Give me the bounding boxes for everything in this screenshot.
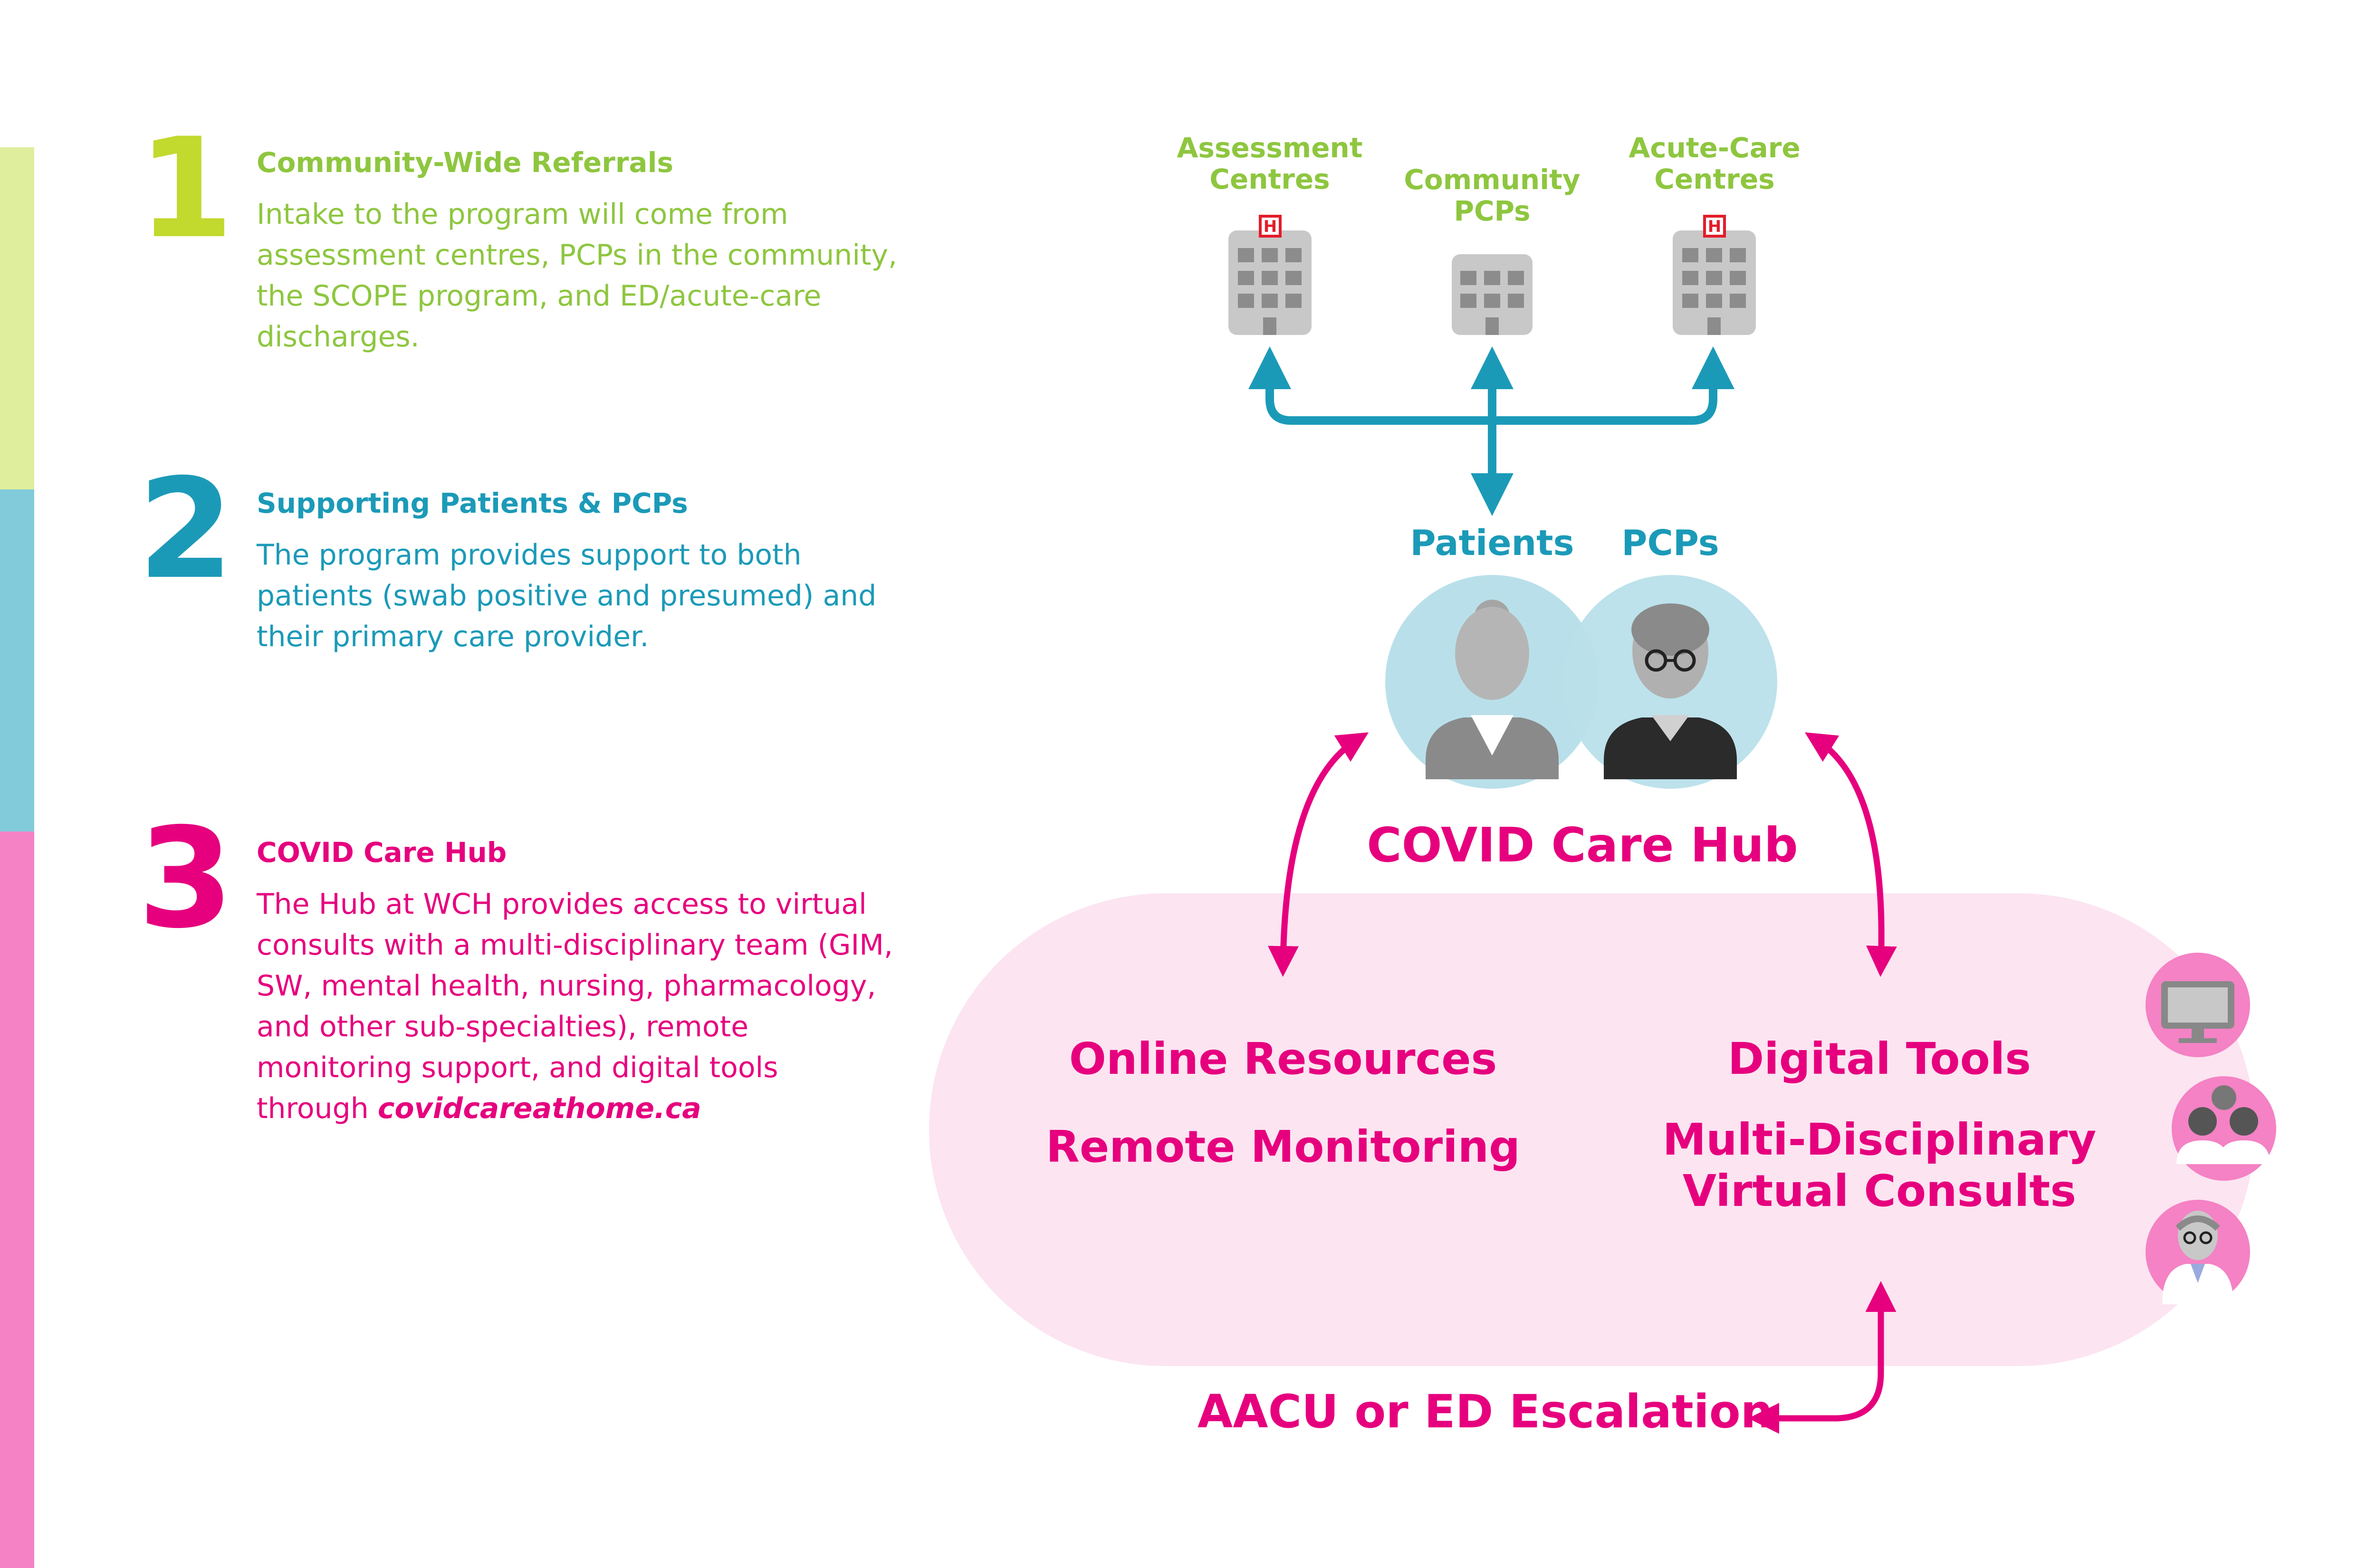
escalation-label: AACU or ED Escalation [1198, 1385, 1773, 1438]
step-2-number: 2 [138, 449, 234, 610]
patients-label: Patients [1410, 523, 1574, 564]
step-2-title: Supporting Patients & PCPs [257, 487, 688, 519]
digital-tools-label: Digital Tools [1727, 1033, 2031, 1084]
clinic-icon [1452, 254, 1533, 335]
source-community-label: Community PCPs [1397, 164, 1587, 227]
step-3-body-text: The Hub at WCH provides access to virtua… [257, 888, 893, 1125]
step-2-body: The program provides support to both pat… [257, 538, 877, 653]
source-community-line1: Community [1404, 163, 1581, 196]
covidcareathome-link[interactable]: covidcareathome.ca [377, 1092, 701, 1125]
svg-text:H: H [1264, 217, 1277, 236]
doctor-icon [2146, 1200, 2250, 1304]
step-1-body: Intake to the program will come from ass… [257, 198, 898, 354]
svg-text:H: H [1708, 217, 1721, 236]
pcps-label: PCPs [1621, 523, 1719, 564]
consults-line1: Multi-Disciplinary [1662, 1114, 2097, 1165]
team-icon [2172, 1076, 2276, 1181]
step-1-number: 1 [138, 109, 234, 269]
left-bar-teal [0, 489, 34, 832]
consults-label: Multi-Disciplinary Virtual Consults [1642, 1114, 2117, 1217]
left-bar-green [0, 147, 34, 489]
hub-arrows [1268, 732, 1897, 1434]
source-acute-label: Acute-Care Centres [1619, 132, 1810, 195]
source-assessment-line2: Centres [1209, 163, 1330, 195]
step-3-number: 3 [138, 799, 234, 959]
consults-line2: Virtual Consults [1682, 1166, 2077, 1216]
hub-title: COVID Care Hub [1367, 817, 1798, 873]
patient-avatar [1385, 575, 1599, 789]
left-bar-pink [0, 832, 34, 1568]
hub-background [929, 893, 2255, 1366]
step-3-title: COVID Care Hub [257, 836, 507, 869]
source-acute-line1: Acute-Care [1629, 132, 1801, 164]
hospital-icon: H [1673, 215, 1756, 335]
online-resources-label: Online Resources [1069, 1033, 1497, 1084]
source-assessment-label: Assessment Centres [1175, 132, 1365, 195]
hospital-icon: H [1228, 215, 1312, 335]
source-assessment-line1: Assessment [1177, 132, 1363, 164]
step-1-title: Community-Wide Referrals [257, 146, 673, 179]
remote-monitoring-label: Remote Monitoring [1046, 1121, 1520, 1172]
step-3-body: The Hub at WCH provides access to virtua… [257, 884, 898, 1129]
source-acute-line2: Centres [1654, 163, 1775, 195]
pcp-avatar [1563, 575, 1777, 789]
source-community-line2: PCPs [1454, 195, 1531, 227]
computer-icon [2146, 953, 2250, 1057]
referral-arrows [1248, 346, 1734, 516]
